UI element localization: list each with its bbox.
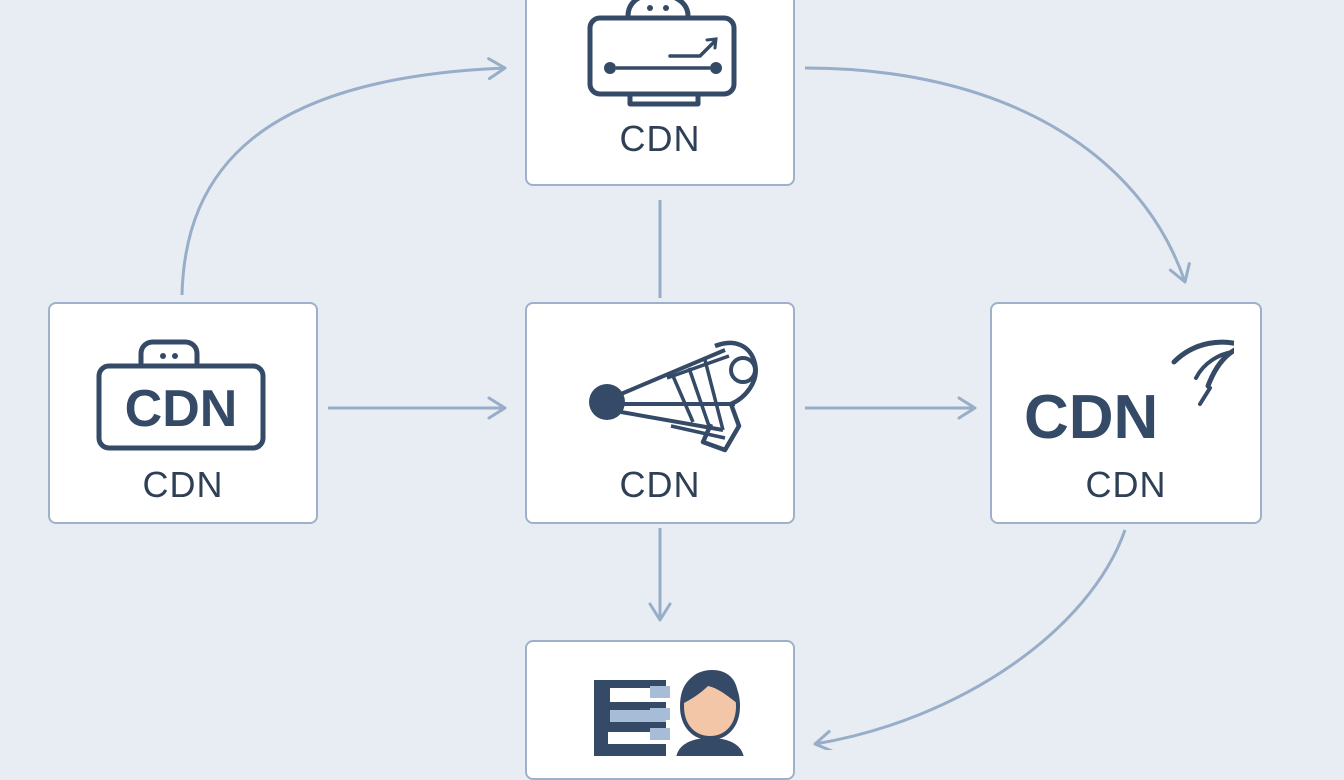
satellite-dish-icon	[589, 340, 758, 453]
cdn-node-right[interactable]: CDN CDN	[990, 302, 1262, 524]
user-node-bottom[interactable]	[525, 640, 795, 780]
cdn-signal-logo-icon: CDN	[1024, 339, 1234, 450]
node-top-label: CDN	[619, 118, 701, 159]
cdn-node-top[interactable]: CDN	[525, 0, 795, 186]
user-dashboard-icon	[594, 670, 744, 756]
node-left-label: CDN	[142, 464, 224, 505]
server-network-icon	[587, 0, 737, 107]
connector-top-to-right	[804, 66, 1191, 284]
node-center-label: CDN	[619, 464, 701, 505]
cdn-logo-text: CDN	[125, 380, 238, 438]
cdn-signal-logo-text: CDN	[1024, 383, 1158, 450]
connectors-layer	[180, 57, 1191, 750]
cdn-logo-icon: CDN	[96, 339, 266, 451]
cdn-node-left[interactable]: CDN CDN	[48, 302, 318, 524]
node-right-label: CDN	[1085, 464, 1167, 505]
connector-left-to-top	[180, 57, 507, 296]
connector-right-to-bottom	[813, 529, 1127, 750]
cdn-node-center[interactable]: CDN	[525, 302, 795, 524]
